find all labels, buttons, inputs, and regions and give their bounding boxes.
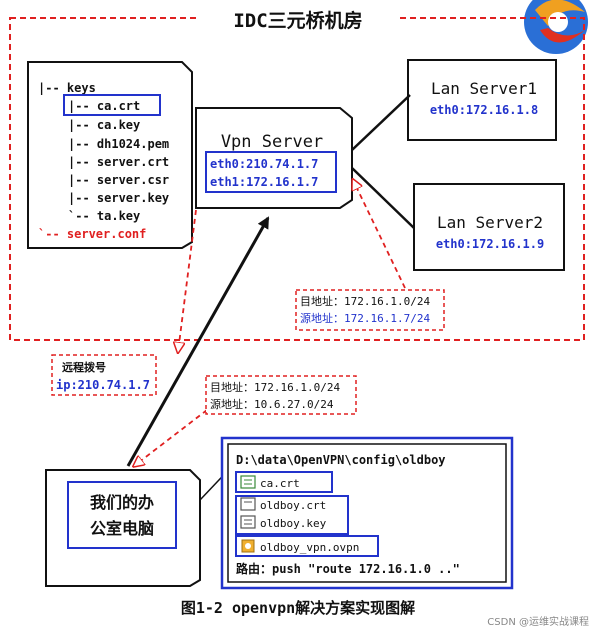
vpn-server-ip-box [205,151,337,193]
tree-line: |-- server.key [68,191,169,205]
tree-highlight [63,94,161,116]
lan-server1-node: Lan Server1 eth0:172.16.1.8 [407,59,557,141]
client-config: D:\data\OpenVPN\config\oldboy ca.crt old… [220,436,514,590]
office-pc-node: 我们的办 公室电脑 [45,469,201,587]
remote-dial-label: 远程拨号 ip:210.74.1.7 [51,354,157,396]
lan-server2-ip: eth0:172.16.1.9 [436,237,544,251]
client-config-route: 路由：push "route 172.16.1.0 .." [236,561,460,576]
link-vpn-lan1 [351,94,411,151]
route-outer-arrow-lower [134,409,208,466]
tree-line: |-- ca.crt [68,99,140,113]
tree-line: |-- dh1024.pem [68,137,169,151]
route-outer-dest: 目地址：172.16.1.0/24 [210,380,340,394]
lan-server2-title: Lan Server2 [437,213,543,232]
tree-footer: `-- server.conf [38,227,146,241]
lan-server1-ip: eth0:172.16.1.8 [430,103,538,117]
route-outer-src: 源地址：10.6.27.0/24 [210,397,334,411]
client-config-path: D:\data\OpenVPN\config\oldboy [236,453,446,467]
tree-line: `-- ta.key [68,209,140,223]
idc-region [9,17,585,341]
vpn-server-title: Vpn Server [221,132,323,152]
csdn-watermark: CSDN @运维实战课程 [487,615,589,628]
logo-icon [524,0,588,54]
figure-caption: 图1-2 openvpn解决方案实现图解 [181,599,415,617]
file-name: oldboy.key [260,517,327,530]
remote-dial-ip: ip:210.74.1.7 [56,378,150,392]
vpn-eth1: eth1:172.16.1.7 [210,175,318,189]
lan-server1-title: Lan Server1 [431,79,537,98]
route-outer-label: 目地址：172.16.1.0/24 源地址：10.6.27.0/24 [205,375,357,415]
route-inner-dest: 目地址：172.16.1.0/24 [300,294,430,308]
file-name: oldboy_vpn.ovpn [260,541,359,554]
file-highlight [235,495,349,535]
file-icon [240,515,256,529]
route-inner-arrow [353,180,406,289]
file-name: oldboy.crt [260,499,326,512]
tree-root: |-- keys [38,81,96,95]
lan-server2-node: Lan Server2 eth0:172.16.1.9 [413,183,565,271]
tree-line: |-- server.crt [68,155,169,169]
remote-dial-title: 远程拨号 [62,360,106,374]
office-pc-line2: 公室电脑 [90,519,154,538]
route-outer-arrow-upper [178,209,197,352]
tree-line: |-- ca.key [68,118,140,132]
vpn-server-node: Vpn Server eth0:210.74.1.7 eth1:172.16.1… [195,107,353,209]
tree-line: |-- server.csr [68,173,169,187]
file-icon [241,539,255,553]
route-inner-src: 源地址：172.16.1.7/24 [300,311,430,325]
office-pc-highlight [67,481,177,549]
file-name: ca.crt [260,477,300,490]
link-office-vpn [126,216,270,467]
key-tree: |-- keys |-- ca.crt |-- ca.key |-- dh102… [27,61,193,249]
file-icon [240,497,256,511]
idc-title: IDC三元桥机房 [233,9,362,32]
file-icon [240,475,256,489]
file-highlight [235,535,379,557]
vpn-eth0: eth0:210.74.1.7 [210,157,318,171]
file-highlight [235,471,333,493]
office-pc-line1: 我们的办 [90,493,154,512]
route-inner-label: 目地址：172.16.1.0/24 源地址：172.16.1.7/24 [295,289,445,331]
